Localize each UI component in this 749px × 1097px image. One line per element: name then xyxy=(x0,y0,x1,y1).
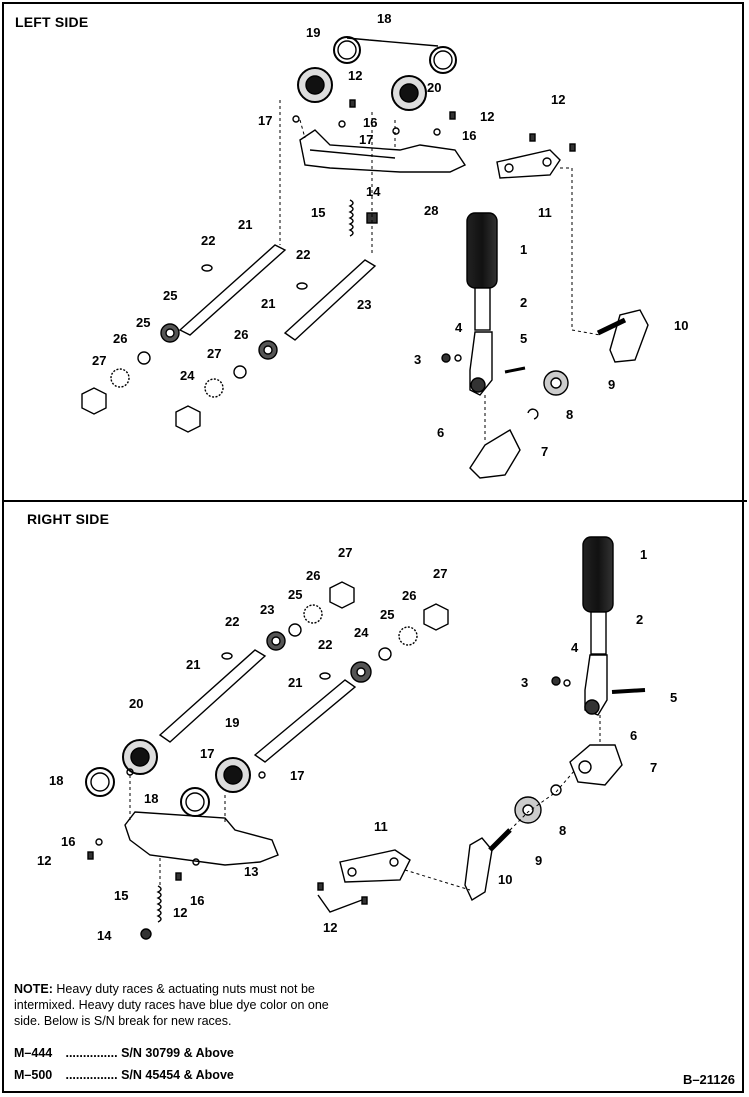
callout: 19 xyxy=(225,715,239,730)
left-side-title: LEFT SIDE xyxy=(15,14,89,30)
right-callouts: 27 27 1 26 25 26 23 25 2 22 24 22 4 21 3… xyxy=(37,545,677,943)
callout: 26 xyxy=(113,331,127,346)
callout: 27 xyxy=(207,346,221,361)
note-label: NOTE: xyxy=(14,982,53,996)
callout: 17 xyxy=(359,132,373,147)
callout: 16 xyxy=(190,893,204,908)
callout: 26 xyxy=(306,568,320,583)
callout: 27 xyxy=(433,566,447,581)
callout: 20 xyxy=(427,80,441,95)
callout: 2 xyxy=(520,295,527,310)
callout: 5 xyxy=(520,331,527,346)
callout: 1 xyxy=(640,547,647,562)
callout: 21 xyxy=(238,217,252,232)
callout: 7 xyxy=(650,760,657,775)
figure-number: B–21126 xyxy=(682,1072,735,1087)
callout: 27 xyxy=(92,353,106,368)
callout: 16 xyxy=(462,128,476,143)
callout: 12 xyxy=(37,853,51,868)
callout: 6 xyxy=(630,728,637,743)
callout: 21 xyxy=(261,296,275,311)
serial-break-row: M–444 ............... S/N 30799 & Above xyxy=(14,1046,234,1060)
right-side-title: RIGHT SIDE xyxy=(27,511,110,527)
callout: 23 xyxy=(357,297,371,312)
callout: 1 xyxy=(520,242,527,257)
callout: 17 xyxy=(200,746,214,761)
callout: 20 xyxy=(129,696,143,711)
note-block: NOTE: Heavy duty races & actuating nuts … xyxy=(14,981,354,1029)
callout: 12 xyxy=(551,92,565,107)
callout: 16 xyxy=(61,834,75,849)
callout: 12 xyxy=(348,68,362,83)
left-callouts: 18 19 12 20 17 16 12 17 16 12 14 15 28 1… xyxy=(92,11,688,459)
callout: 14 xyxy=(97,928,112,943)
callout: 11 xyxy=(374,819,388,834)
callout: 15 xyxy=(311,205,325,220)
leader-dots: ............... xyxy=(65,1068,118,1082)
callout: 2 xyxy=(636,612,643,627)
callout: 6 xyxy=(437,425,444,440)
callout: 26 xyxy=(234,327,248,342)
callout: 8 xyxy=(566,407,573,422)
callout: 21 xyxy=(288,675,302,690)
callout: 22 xyxy=(225,614,239,629)
callout: 18 xyxy=(377,11,391,26)
callout: 7 xyxy=(541,444,548,459)
callout: 11 xyxy=(538,205,552,220)
callout: 16 xyxy=(363,115,377,130)
callout: 9 xyxy=(608,377,615,392)
section-divider xyxy=(2,500,747,502)
callout: 17 xyxy=(290,768,304,783)
right-side-parts xyxy=(85,536,646,940)
callout: 22 xyxy=(201,233,215,248)
callout: 4 xyxy=(455,320,463,335)
callout: 14 xyxy=(366,184,381,199)
callout: 10 xyxy=(498,872,512,887)
callout: 5 xyxy=(670,690,677,705)
callout: 18 xyxy=(49,773,63,788)
left-side-parts xyxy=(81,36,649,479)
callout: 8 xyxy=(559,823,566,838)
callout: 22 xyxy=(318,637,332,652)
callout: 24 xyxy=(354,625,369,640)
model-name: M–500 xyxy=(14,1068,53,1082)
callout: 12 xyxy=(323,920,337,935)
serial-range: S/N 30799 & Above xyxy=(121,1046,234,1060)
callout: 25 xyxy=(288,587,302,602)
serial-range: S/N 45454 & Above xyxy=(121,1068,234,1082)
callout: 4 xyxy=(571,640,579,655)
callout: 3 xyxy=(521,675,528,690)
callout: 10 xyxy=(674,318,688,333)
callout: 21 xyxy=(186,657,200,672)
callout: 12 xyxy=(173,905,187,920)
callout: 18 xyxy=(144,791,158,806)
callout: 13 xyxy=(244,864,258,879)
callout: 19 xyxy=(306,25,320,40)
callout: 22 xyxy=(296,247,310,262)
callout: 23 xyxy=(260,602,274,617)
leader-dots: ............... xyxy=(65,1046,118,1060)
callout: 27 xyxy=(338,545,352,560)
note-text: Heavy duty races & actuating nuts must n… xyxy=(14,982,329,1028)
callout: 26 xyxy=(402,588,416,603)
callout: 24 xyxy=(180,368,195,383)
serial-break-row: M–500 ............... S/N 45454 & Above xyxy=(14,1068,234,1082)
callout: 25 xyxy=(163,288,177,303)
callout: 15 xyxy=(114,888,128,903)
callout: 3 xyxy=(414,352,421,367)
callout: 17 xyxy=(258,113,272,128)
callout: 9 xyxy=(535,853,542,868)
model-name: M–444 xyxy=(14,1046,53,1060)
callout: 28 xyxy=(424,203,438,218)
callout: 12 xyxy=(480,109,494,124)
callout: 25 xyxy=(136,315,150,330)
callout: 25 xyxy=(380,607,394,622)
